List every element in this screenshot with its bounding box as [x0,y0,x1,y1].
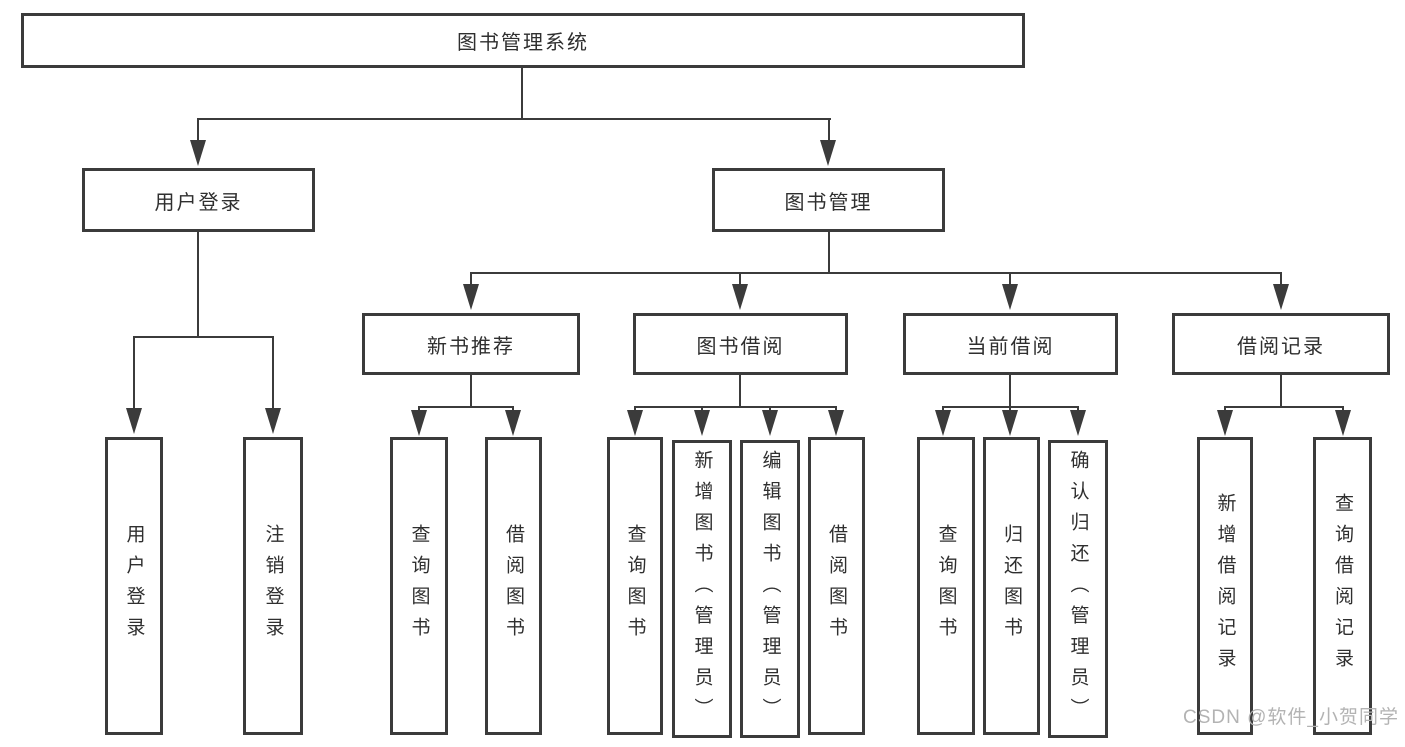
arrow-down-icon [935,410,951,436]
leaf-edit-books-admin-label: 编辑图书（管理员） [759,449,781,729]
arrow-down-icon [505,410,521,436]
leaf-query-books-borrow: 查询图书 [607,437,663,735]
connector [828,118,830,142]
arrow-down-icon [762,410,778,436]
connector [521,68,523,119]
leaf-borrow-books-label: 借阅图书 [826,524,847,648]
connector [1009,406,1011,412]
node-book-management: 图书管理 [712,168,945,232]
leaf-user-login-label: 用户登录 [123,524,145,648]
connector [1077,406,1079,412]
arrow-down-icon [828,410,844,436]
connector [634,406,636,412]
connector [470,272,1282,274]
connector [739,272,741,284]
leaf-return-books-label: 归还图书 [1001,524,1022,648]
arrow-down-icon [126,408,142,434]
connector [942,406,944,412]
leaf-logout: 注销登录 [243,437,303,735]
node-book-borrow: 图书借阅 [633,313,848,375]
leaf-borrow-books-recommend-label: 借阅图书 [503,524,524,648]
leaf-return-books: 归还图书 [983,437,1040,735]
leaf-add-books-admin-label: 新增图书（管理员） [691,449,713,729]
node-root-library-system: 图书管理系统 [21,13,1025,68]
leaf-add-borrow-record-label: 新增借阅记录 [1214,493,1236,679]
connector [470,375,472,407]
connector [739,375,741,407]
connector [634,406,837,408]
leaf-borrow-books: 借阅图书 [808,437,865,735]
connector [1342,406,1344,412]
connector [133,336,274,338]
leaf-query-books-current: 查询图书 [917,437,975,735]
node-current-borrow: 当前借阅 [903,313,1118,375]
leaf-add-books-admin: 新增图书（管理员） [672,440,732,738]
connector [835,406,837,412]
node-borrow-records: 借阅记录 [1172,313,1390,375]
leaf-confirm-return-admin: 确认归还（管理员） [1048,440,1108,738]
connector [1009,272,1011,284]
leaf-query-books-recommend-label: 查询图书 [408,524,430,648]
connector [197,118,831,120]
arrow-down-icon [1217,410,1233,436]
connector [701,406,703,412]
connector [828,232,830,273]
arrow-down-icon [1335,410,1351,436]
connector [1009,375,1011,407]
leaf-borrow-books-recommend: 借阅图书 [485,437,542,735]
connector [1224,406,1344,408]
leaf-query-books-recommend: 查询图书 [390,437,448,735]
arrow-down-icon [1002,284,1018,310]
leaf-query-borrow-record: 查询借阅记录 [1313,437,1372,735]
leaf-query-books-borrow-label: 查询图书 [624,524,646,648]
connector [1280,375,1282,407]
node-new-book-recommend: 新书推荐 [362,313,580,375]
arrow-down-icon [732,284,748,310]
leaf-add-borrow-record: 新增借阅记录 [1197,437,1253,735]
connector [418,406,420,412]
leaf-query-books-current-label: 查询图书 [935,524,957,648]
connector [133,336,135,408]
csdn-watermark: CSDN @软件_小贺同学 [1183,707,1399,728]
connector [470,272,472,284]
connector [769,406,771,412]
arrow-down-icon [1273,284,1289,310]
connector [1224,406,1226,412]
connector [272,336,274,408]
connector [197,118,199,142]
arrow-down-icon [820,140,836,166]
arrow-down-icon [1002,410,1018,436]
connector [1280,272,1282,284]
leaf-user-login: 用户登录 [105,437,163,735]
arrow-down-icon [411,410,427,436]
connector [197,232,199,337]
arrow-down-icon [1070,410,1086,436]
leaf-confirm-return-admin-label: 确认归还（管理员） [1067,449,1089,729]
leaf-logout-label: 注销登录 [262,524,284,648]
arrow-down-icon [190,140,206,166]
node-user-login: 用户登录 [82,168,315,232]
connector [418,406,514,408]
connector [512,406,514,412]
arrow-down-icon [627,410,643,436]
leaf-edit-books-admin: 编辑图书（管理员） [740,440,800,738]
arrow-down-icon [265,408,281,434]
arrow-down-icon [694,410,710,436]
arrow-down-icon [463,284,479,310]
leaf-query-borrow-record-label: 查询借阅记录 [1332,493,1353,679]
